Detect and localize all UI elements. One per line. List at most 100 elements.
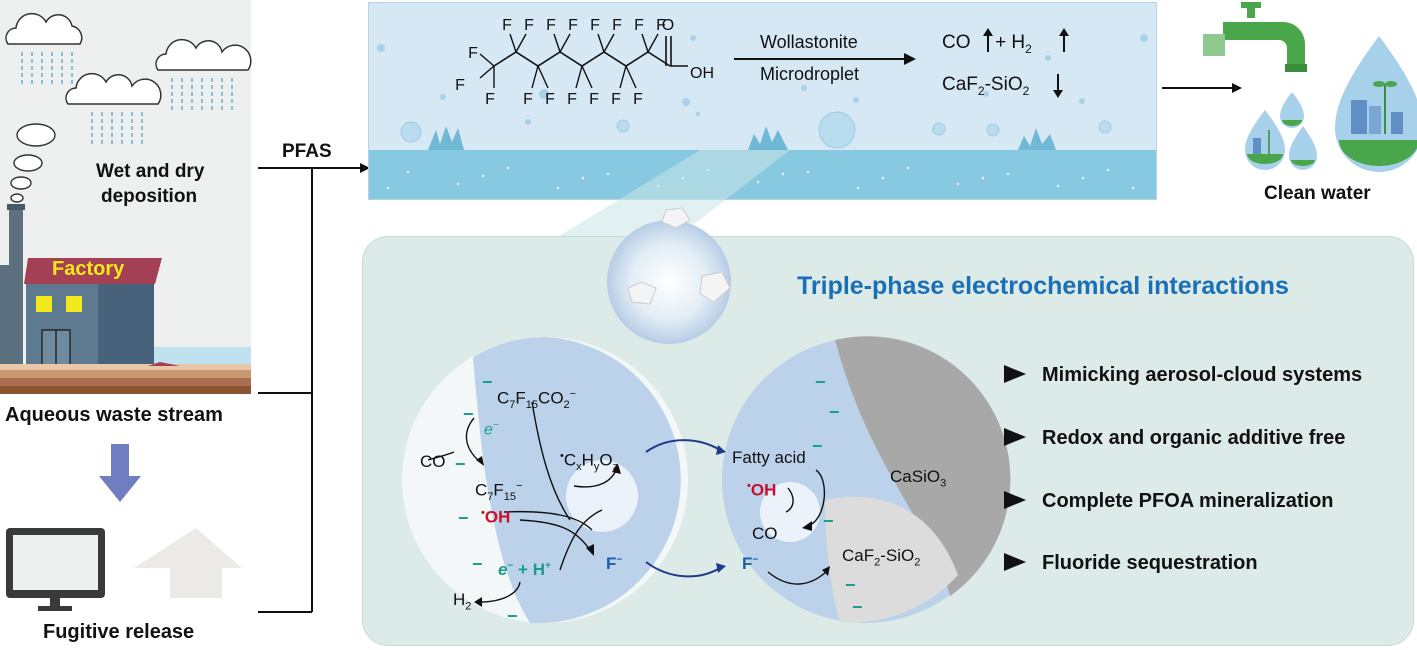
formula-part: C bbox=[475, 480, 488, 500]
product-h2: + H bbox=[995, 32, 1026, 53]
negative-charge: − bbox=[507, 606, 518, 626]
fluorine-atom: F bbox=[567, 91, 577, 108]
formula-subscript: 7 bbox=[509, 399, 516, 412]
arrowhead-bullet-icon bbox=[1004, 428, 1026, 446]
fluorine-atom: F bbox=[468, 45, 478, 62]
radical-dot: • bbox=[747, 480, 751, 492]
proton-symbol: + H bbox=[518, 560, 545, 579]
formula-subscript: 15 bbox=[525, 399, 539, 412]
cloud-icon bbox=[65, 72, 162, 105]
formula-part: F bbox=[515, 388, 526, 408]
fluorine-atom: F bbox=[455, 77, 465, 94]
formula-subscript: 15 bbox=[503, 491, 517, 504]
formula-subscript: x bbox=[576, 461, 582, 474]
factory-icon bbox=[0, 204, 162, 367]
fluorine-atom: F bbox=[568, 17, 578, 34]
oxygen-atom: O bbox=[662, 17, 674, 34]
feature-text: Complete PFOA mineralization bbox=[1042, 490, 1334, 512]
mech-c7f15co2: C7F15CO2− bbox=[497, 388, 576, 411]
electron-symbol: e bbox=[484, 421, 493, 439]
feature-item: Complete PFOA mineralization bbox=[1004, 490, 1334, 516]
fluorine-atom: F bbox=[485, 91, 495, 108]
product-h2-subscript: 2 bbox=[1025, 41, 1032, 56]
feature-text: Mimicking aerosol-cloud systems bbox=[1042, 364, 1363, 386]
electron-charge: − bbox=[507, 560, 514, 572]
fluorine-atom: F bbox=[634, 17, 644, 34]
mech-h2: H2 bbox=[453, 590, 471, 612]
cloud-icon bbox=[5, 12, 83, 45]
mech-fluoride-right: F− bbox=[742, 554, 758, 574]
formula-subscript: 3 bbox=[940, 477, 947, 490]
mechanism-diagram bbox=[402, 207, 1011, 624]
arrowhead-bullet-icon bbox=[1004, 491, 1026, 509]
hydroxyl-radical: OH bbox=[750, 480, 777, 500]
formula-part: H bbox=[581, 450, 594, 470]
formula-subscript: 2 bbox=[465, 600, 472, 613]
waste-stream-label: Aqueous waste stream bbox=[5, 404, 223, 426]
fugitive-illustration bbox=[6, 444, 242, 611]
formula-part: CO bbox=[538, 388, 564, 408]
water-drop-icon bbox=[1335, 36, 1417, 172]
mech-fluoride-left: F− bbox=[606, 554, 622, 574]
mech-cxhyoz: •CxHyOz bbox=[560, 450, 618, 473]
mech-oh-radical-left: •OH bbox=[481, 507, 510, 528]
feature-item: Fluoride sequestration bbox=[1004, 552, 1258, 578]
mech-casio3: CaSiO3 bbox=[890, 467, 946, 489]
cloud-icon bbox=[155, 38, 252, 71]
ground-layers-icon bbox=[0, 362, 251, 394]
product-co: CO bbox=[942, 32, 971, 53]
mech-co-right: CO bbox=[752, 524, 778, 543]
flow-connectors bbox=[258, 163, 370, 613]
water-puddle bbox=[148, 347, 251, 367]
negative-charge: − bbox=[455, 454, 466, 474]
radical-dot: • bbox=[560, 450, 564, 462]
feature-text: Fluoride sequestration bbox=[1042, 552, 1258, 574]
mech-electron: e− bbox=[484, 420, 499, 439]
formula-superscript: − bbox=[569, 388, 577, 400]
product-sio-subscript: 2 bbox=[1022, 83, 1030, 98]
radical-dot: • bbox=[481, 507, 485, 519]
pfas-label: PFAS bbox=[282, 141, 332, 162]
rain-icon bbox=[21, 52, 233, 144]
deposition-label-line2: deposition bbox=[101, 186, 198, 207]
product-caf-subscript: 2 bbox=[977, 83, 985, 98]
formula-part: CaSiO bbox=[890, 467, 941, 486]
mech-co-left: CO bbox=[420, 452, 446, 471]
water-drop-icon bbox=[1280, 92, 1304, 128]
negative-charge: − bbox=[482, 372, 493, 392]
condition-microdroplet: Microdroplet bbox=[760, 64, 860, 84]
factory-label: Factory bbox=[52, 258, 125, 280]
formula-part: CaF bbox=[842, 546, 875, 565]
water-drop-icon bbox=[1245, 110, 1285, 170]
reaction-arrow bbox=[734, 53, 916, 65]
mech-electron-proton: e− + H+ bbox=[498, 560, 551, 580]
fluorine-atom: F bbox=[524, 17, 534, 34]
negative-charge: − bbox=[812, 436, 823, 456]
product-sio-text: -SiO bbox=[984, 74, 1023, 95]
hydroxyl-group: OH bbox=[690, 65, 714, 82]
faucet-icon bbox=[1203, 2, 1307, 72]
droplets-and-splash bbox=[377, 34, 1148, 190]
fluorine-atom: F bbox=[611, 91, 621, 108]
microdroplet-icon bbox=[607, 207, 731, 344]
outcome-arrow bbox=[1162, 83, 1242, 93]
formula-part: C bbox=[497, 388, 510, 408]
electron-symbol: e bbox=[498, 560, 508, 579]
product-co-h2: CO + H2 bbox=[942, 32, 1032, 56]
negative-charge: − bbox=[845, 575, 856, 595]
electron-charge: − bbox=[492, 420, 499, 431]
negative-charge: − bbox=[823, 511, 834, 531]
feature-item: Mimicking aerosol-cloud systems bbox=[1004, 364, 1362, 390]
formula-part: O bbox=[599, 450, 613, 470]
fluoride-symbol: F bbox=[742, 554, 753, 573]
feature-text: Redox and organic additive free bbox=[1042, 427, 1346, 449]
smoke-icon bbox=[10, 123, 56, 203]
negative-charge: − bbox=[463, 404, 474, 424]
fugitive-label: Fugitive release bbox=[43, 621, 195, 643]
negative-charge: − bbox=[829, 402, 840, 422]
interactions-title: Triple-phase electrochemical interaction… bbox=[797, 272, 1289, 300]
formula-subscript: y bbox=[593, 461, 600, 474]
proton-charge: + bbox=[544, 560, 551, 572]
product-caf2-sio2: CaF2-SiO2 bbox=[942, 74, 1029, 98]
fluorine-atom: F bbox=[523, 91, 533, 108]
